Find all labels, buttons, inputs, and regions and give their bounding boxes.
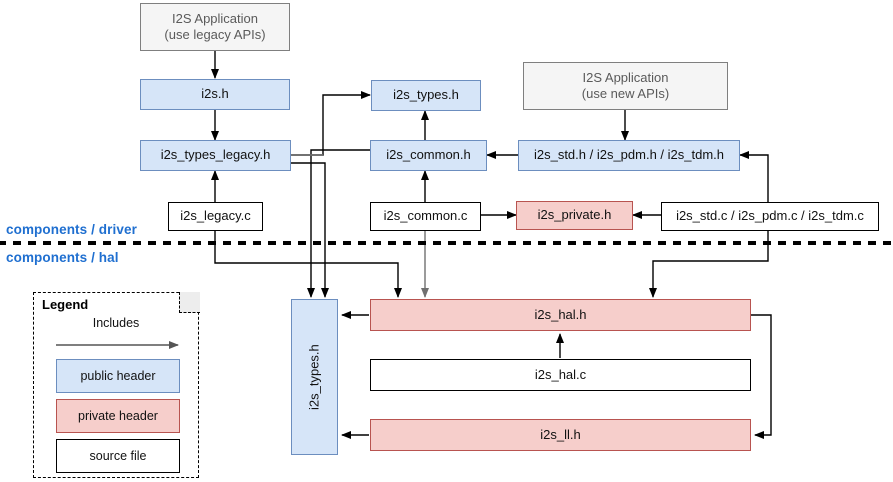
node-i2s-std-pdm-tdm-c[interactable]: i2s_std.c / i2s_pdm.c / i2s_tdm.c (661, 202, 879, 231)
edge-common-h-to-hal-types (307, 149, 370, 298)
node-i2s-std-pdm-tdm-h[interactable]: i2s_std.h / i2s_pdm.h / i2s_tdm.h (518, 140, 740, 171)
node-i2s-application-legacy[interactable]: I2S Application (use legacy APIs) (140, 3, 290, 51)
legend-includes-label: Includes (92, 316, 140, 330)
node-i2s-common-h[interactable]: i2s_common.h (370, 140, 487, 171)
legend-title: Legend (42, 297, 89, 312)
legend-swatch-source-file: source file (56, 439, 180, 473)
legend-swatch-public-header: public header (56, 359, 180, 393)
zone-label-driver: components / driver (6, 222, 137, 237)
node-i2s-hal-h[interactable]: i2s_hal.h (370, 299, 751, 331)
node-i2s-hal-c[interactable]: i2s_hal.c (370, 359, 751, 391)
edge-types-legacy-to-types (291, 91, 371, 156)
node-i2s-h[interactable]: i2s.h (140, 79, 290, 110)
edge-std-c-to-hal-h (649, 231, 769, 298)
edge-std-c-to-std-h (739, 151, 769, 202)
legend-includes-arrow-icon (56, 341, 179, 349)
legend-fold-corner (178, 291, 200, 313)
node-i2s-application-new[interactable]: I2S Application (use new APIs) (523, 62, 728, 110)
edge-hal-h-to-ll-h (751, 314, 772, 439)
edge-legacy-c-to-hal-h (214, 231, 402, 298)
edge-types-legacy-to-hal-types (291, 162, 329, 298)
node-i2s-private-h[interactable]: i2s_private.h (516, 201, 633, 230)
node-i2s-types-legacy-h[interactable]: i2s_types_legacy.h (140, 140, 291, 171)
zone-label-hal: components / hal (6, 250, 119, 265)
node-i2s-legacy-c[interactable]: i2s_legacy.c (168, 202, 263, 231)
legend-swatch-private-header: private header (56, 399, 180, 433)
legend-panel: Legend Includes public header private he… (33, 291, 200, 478)
node-hal-i2s-types-h[interactable]: i2s_types.h (291, 299, 338, 455)
node-i2s-common-c[interactable]: i2s_common.c (370, 202, 481, 231)
node-i2s-ll-h[interactable]: i2s_ll.h (370, 419, 751, 451)
node-i2s-types-h[interactable]: i2s_types.h (371, 80, 481, 111)
